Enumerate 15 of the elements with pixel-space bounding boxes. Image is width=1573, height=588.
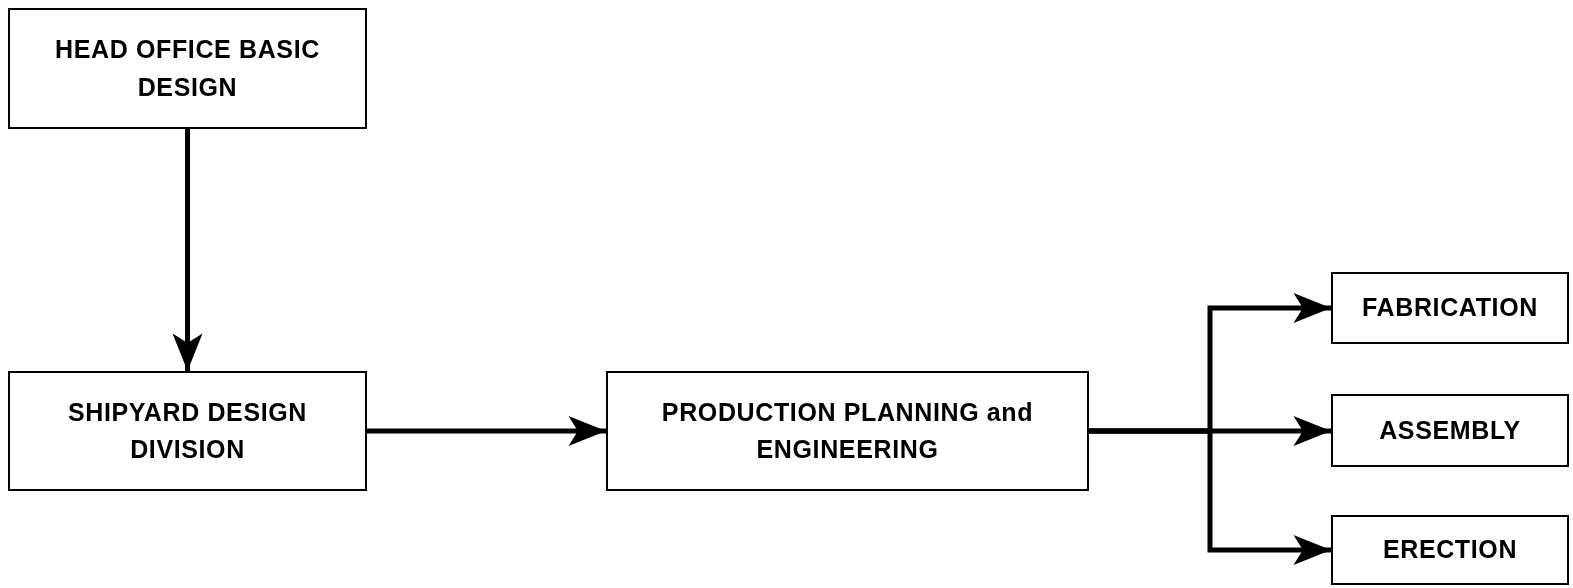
process-box [1331, 394, 1569, 467]
box-label: FABRICATION [1362, 292, 1538, 324]
arrow [367, 416, 606, 446]
box-label: PRODUCTION PLANNING and ENGINEERING [660, 396, 1035, 465]
process-box [8, 371, 367, 491]
process-box [606, 371, 1089, 491]
box-label: SHIPYARD DESIGN DIVISION [66, 396, 309, 465]
arrow [1089, 428, 1331, 565]
box-label: HEAD OFFICE BASIC DESIGN [54, 34, 321, 103]
process-box [8, 8, 367, 129]
box-label: ERECTION [1382, 534, 1518, 566]
box-label: ASSEMBLY [1379, 414, 1521, 446]
process-box [1331, 272, 1569, 344]
process-box [1331, 515, 1569, 585]
arrow [172, 129, 203, 371]
